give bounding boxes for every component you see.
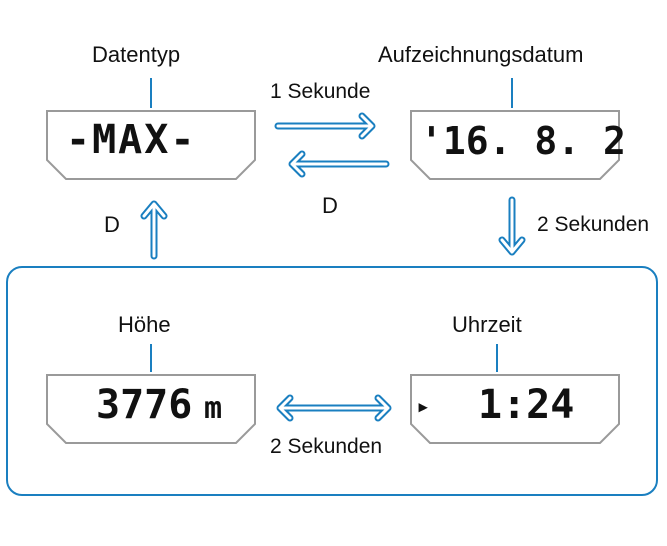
lcd-frame <box>46 110 256 180</box>
record-date-label: Aufzeichnungsdatum <box>378 42 584 67</box>
down-transition-label: 2 Sekunden <box>537 213 650 236</box>
swap-arrows <box>274 112 390 178</box>
record-date-leader-line <box>511 78 513 108</box>
data-type-label: Datentyp <box>92 42 181 67</box>
cycle-group-box <box>6 266 658 496</box>
lcd-frame <box>46 374 256 444</box>
altitude-display: 3776 m <box>44 372 258 444</box>
altitude-display-value: 3776 <box>96 382 193 428</box>
arrow-up-icon <box>140 200 168 260</box>
bottom-transition-label: 2 Sekunden <box>270 435 383 458</box>
lcd-frame <box>410 374 620 444</box>
altitude-leader-line <box>150 344 152 372</box>
time-label: Uhrzeit <box>452 312 522 337</box>
data-type-display-text: -MAX- <box>66 117 197 163</box>
record-date-display-text: '16. 8. 2 <box>420 119 626 163</box>
time-display: ▸ 1:24 <box>408 372 622 444</box>
time-leader-line <box>496 344 498 372</box>
arrow-down-icon <box>498 196 526 256</box>
arrow-bidirectional-icon <box>276 394 392 422</box>
forward-transition-label: 1 Sekunde <box>270 80 371 103</box>
time-display-text: 1:24 <box>478 382 575 428</box>
up-transition-label: D <box>104 212 120 237</box>
lcd-frame <box>410 110 620 180</box>
altitude-display-unit: m <box>204 391 223 426</box>
data-type-leader-line <box>150 78 152 108</box>
back-transition-label: D <box>322 193 338 218</box>
time-pm-indicator-icon: ▸ <box>416 392 431 420</box>
data-type-display: -MAX- <box>44 108 258 180</box>
record-date-display: '16. 8. 2 <box>408 108 626 180</box>
altitude-label: Höhe <box>118 312 171 337</box>
